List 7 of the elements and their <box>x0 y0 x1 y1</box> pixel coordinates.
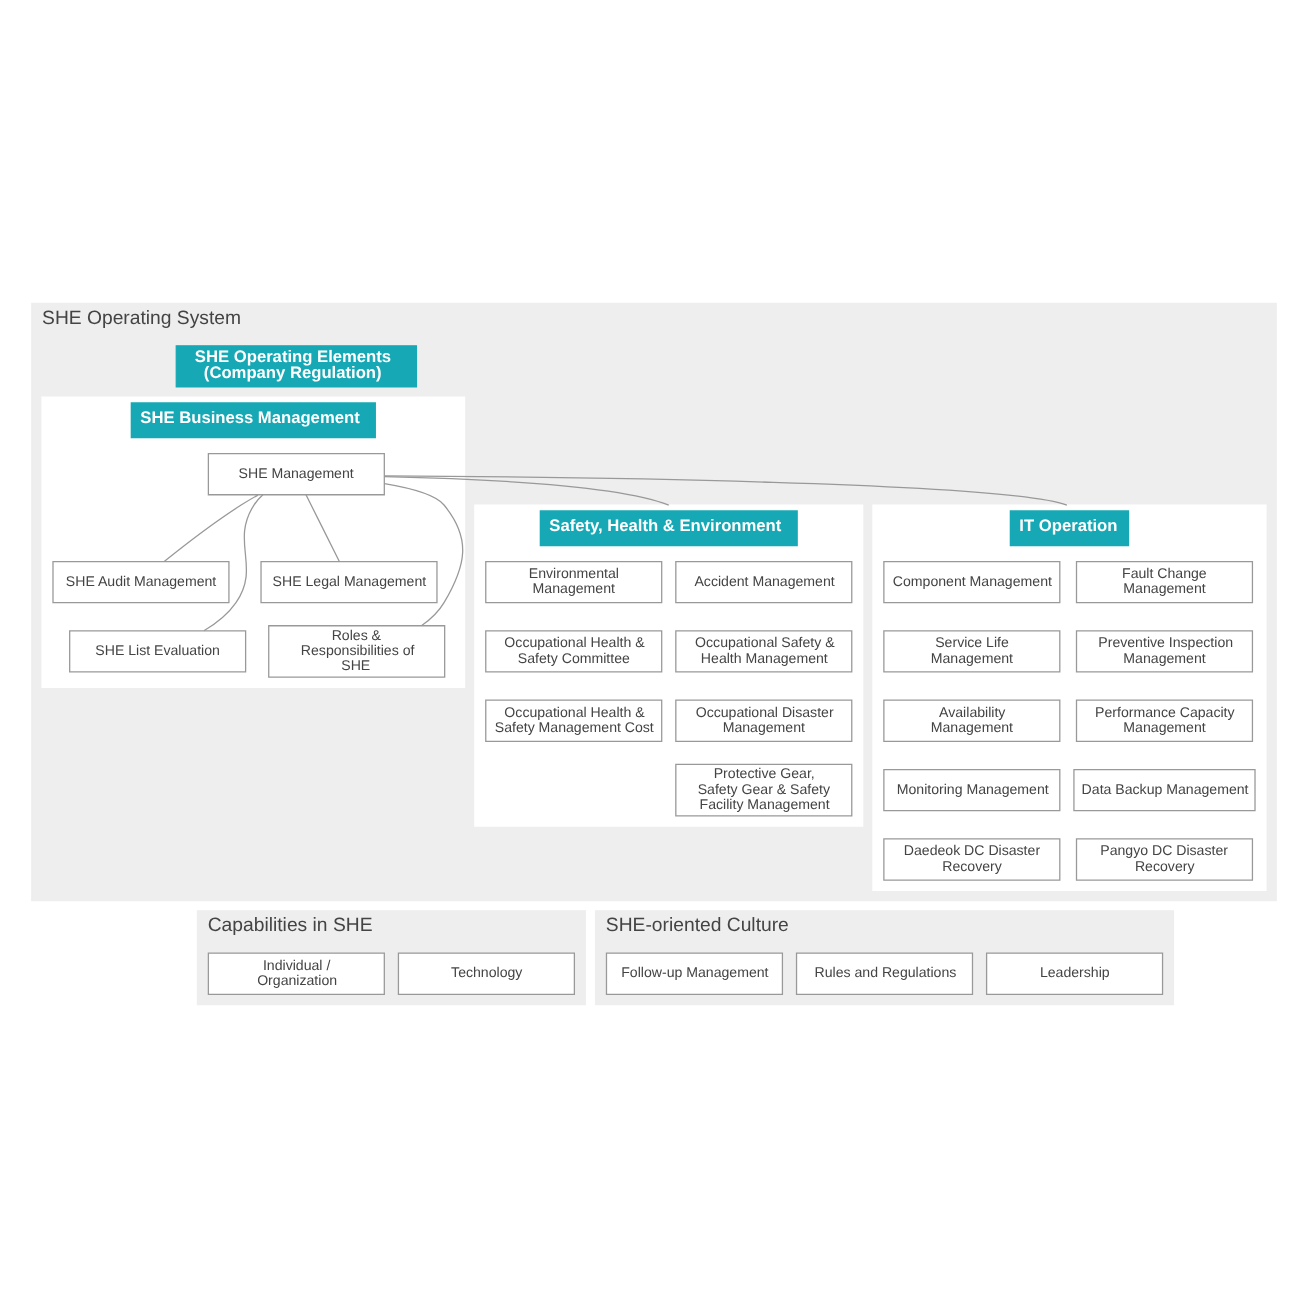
connector <box>383 475 670 506</box>
connector <box>384 475 1068 506</box>
connector <box>305 494 340 562</box>
connector <box>203 494 264 632</box>
connector <box>383 483 464 627</box>
connector <box>163 494 259 562</box>
node-box: SHE Operating Elements (Company Regulation) <box>175 345 418 388</box>
